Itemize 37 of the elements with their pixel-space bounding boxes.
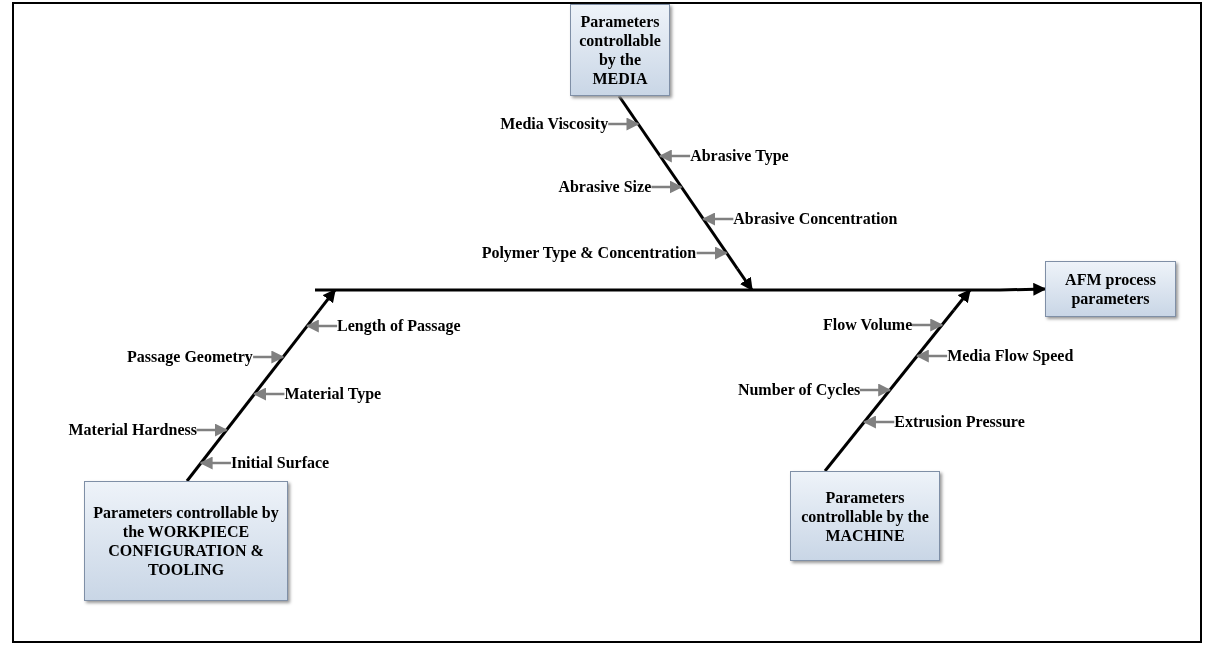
arrow: [196, 423, 228, 437]
cause-label: Material Type: [284, 386, 382, 402]
cause-label: Initial Surface: [230, 455, 330, 471]
cause-label: Abrasive Size: [558, 179, 652, 195]
arrow: [253, 350, 285, 364]
cause-label: Polymer Type & Concentration: [481, 245, 697, 261]
arrow: [915, 349, 948, 363]
category-box: Parameters controllable by the WORKPIECE CONFIGURATION & TOOLING: [84, 481, 288, 601]
cause-label: Extrusion Pressure: [894, 414, 1025, 430]
arrow: [317, 288, 337, 312]
arrow: [911, 318, 944, 332]
arrow: [952, 289, 972, 312]
arrow: [999, 282, 1047, 296]
arrow: [608, 117, 640, 131]
cause-label: Media Viscosity: [500, 116, 609, 132]
arrow: [253, 387, 285, 401]
category-box: Parameters controllable by the MEDIA: [570, 4, 670, 96]
arrow: [696, 246, 728, 260]
category-box: Parameters controllable by the MACHINE: [790, 471, 940, 561]
arrow: [862, 415, 895, 429]
cause-label: Length of Passage: [337, 318, 461, 334]
cause-label: Number of Cycles: [737, 382, 861, 398]
cause-label: Flow Volume: [822, 317, 913, 333]
effect-box: AFM process parameters: [1045, 261, 1176, 317]
arrow: [736, 267, 754, 292]
arrow: [199, 456, 231, 470]
cause-label: Abrasive Concentration: [733, 211, 898, 227]
arrow: [651, 180, 683, 194]
arrow: [305, 319, 338, 333]
cause-label: Media Flow Speed: [947, 348, 1074, 364]
arrow: [702, 212, 734, 226]
spine-line: [315, 288, 1000, 292]
arrow: [658, 149, 691, 163]
arrow: [859, 383, 892, 397]
cause-label: Material Hardness: [68, 422, 197, 438]
cause-label: Passage Geometry: [127, 349, 253, 365]
cause-label: Abrasive Type: [690, 148, 789, 164]
